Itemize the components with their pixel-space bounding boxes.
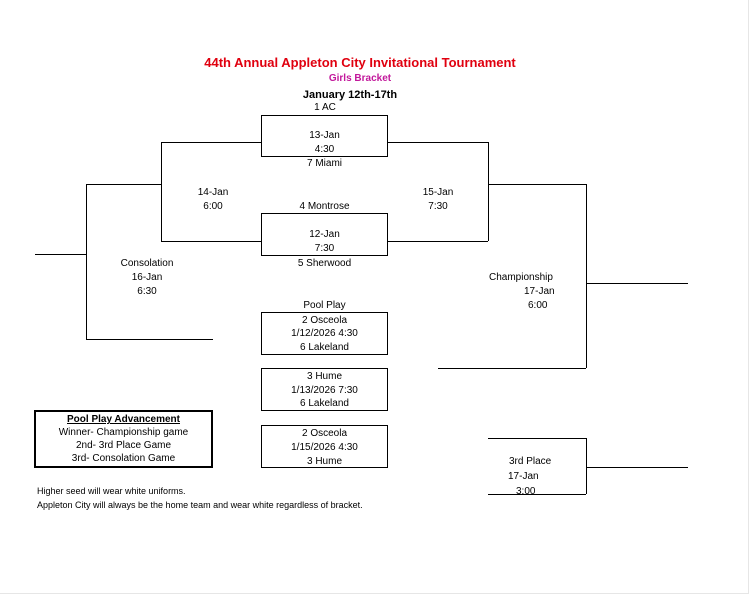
bracket-line bbox=[35, 254, 86, 255]
bracket-line bbox=[86, 184, 161, 185]
game1-bottom-team: 7 Miami bbox=[306, 158, 342, 169]
bracket-line bbox=[586, 283, 688, 284]
note-uniforms: Higher seed will wear white uniforms. bbox=[37, 486, 186, 496]
tournament-title: 44th Annual Appleton City Invitational T… bbox=[204, 55, 516, 70]
bracket-line bbox=[161, 142, 162, 241]
championship-label: Championship bbox=[489, 272, 553, 283]
semi-right-time: 7:30 bbox=[428, 201, 448, 212]
advancement-legend: Pool Play Advancement Winner- Championsh… bbox=[34, 410, 213, 468]
game1-box bbox=[261, 115, 388, 157]
game2-top-team: 4 Montrose bbox=[299, 201, 350, 212]
bracket-line bbox=[388, 142, 488, 143]
championship-date: 17-Jan bbox=[524, 286, 555, 297]
pool-game-team2: 3 Hume bbox=[306, 456, 342, 467]
bracket-line bbox=[586, 184, 587, 368]
tournament-dates: January 12th-17th bbox=[302, 89, 398, 101]
bracket-line bbox=[161, 241, 261, 242]
bracket-line bbox=[488, 184, 586, 185]
advancement-item: Winner- Championship game bbox=[58, 427, 189, 438]
consolation-time: 6:30 bbox=[137, 286, 157, 297]
bracket-subtitle: Girls Bracket bbox=[328, 73, 392, 84]
bracket-line bbox=[488, 142, 489, 241]
pool-game-team2: 6 Lakeland bbox=[300, 342, 349, 353]
game1-date: 13-Jan bbox=[309, 130, 340, 141]
pool-game-box bbox=[261, 312, 388, 355]
semi-left-time: 6:00 bbox=[203, 201, 223, 212]
championship-time: 6:00 bbox=[528, 300, 548, 311]
note-home-team: Appleton City will always be the home te… bbox=[37, 500, 363, 510]
game2-box bbox=[261, 213, 388, 256]
bracket-line bbox=[161, 142, 261, 143]
advancement-item: 2nd- 3rd Place Game bbox=[75, 440, 172, 451]
third-place-time: 3:00 bbox=[516, 486, 536, 497]
consolation-label: Consolation bbox=[120, 258, 174, 269]
pool-game-team1: 2 Osceola bbox=[301, 315, 348, 326]
pool-game-team2: 6 Lakeland bbox=[300, 398, 349, 409]
bracket-line bbox=[586, 467, 688, 468]
game1-time: 4:30 bbox=[314, 144, 335, 155]
game1-top-team: 1 AC bbox=[314, 102, 336, 113]
bracket-line bbox=[438, 368, 586, 369]
pool-play-label: Pool Play bbox=[303, 300, 346, 311]
bracket-line bbox=[86, 339, 213, 340]
advancement-title: Pool Play Advancement bbox=[67, 414, 180, 425]
advancement-item: 3rd- Consolation Game bbox=[71, 453, 176, 464]
consolation-date: 16-Jan bbox=[131, 272, 163, 283]
pool-game-datetime: 1/13/2026 7:30 bbox=[291, 385, 358, 396]
pool-game-box bbox=[261, 425, 388, 468]
bracket-line bbox=[388, 241, 488, 242]
semi-right-date: 15-Jan bbox=[422, 187, 454, 198]
bracket-line bbox=[586, 438, 587, 494]
pool-game-team1: 3 Hume bbox=[306, 371, 342, 382]
semi-left-date: 14-Jan bbox=[197, 187, 229, 198]
pool-game-box bbox=[261, 368, 388, 411]
bracket-line bbox=[488, 438, 586, 439]
third-place-label: 3rd Place bbox=[509, 456, 552, 467]
bracket-line bbox=[86, 184, 87, 339]
bracket-line bbox=[488, 494, 586, 495]
game2-date: 12-Jan bbox=[309, 229, 340, 240]
pool-game-team1: 2 Osceola bbox=[301, 428, 348, 439]
third-place-date: 17-Jan bbox=[508, 471, 539, 482]
pool-game-datetime: 1/12/2026 4:30 bbox=[291, 328, 358, 339]
game2-time: 7:30 bbox=[314, 243, 335, 254]
game2-bottom-team: 5 Sherwood bbox=[297, 258, 352, 269]
pool-game-datetime: 1/15/2026 4:30 bbox=[291, 442, 358, 453]
